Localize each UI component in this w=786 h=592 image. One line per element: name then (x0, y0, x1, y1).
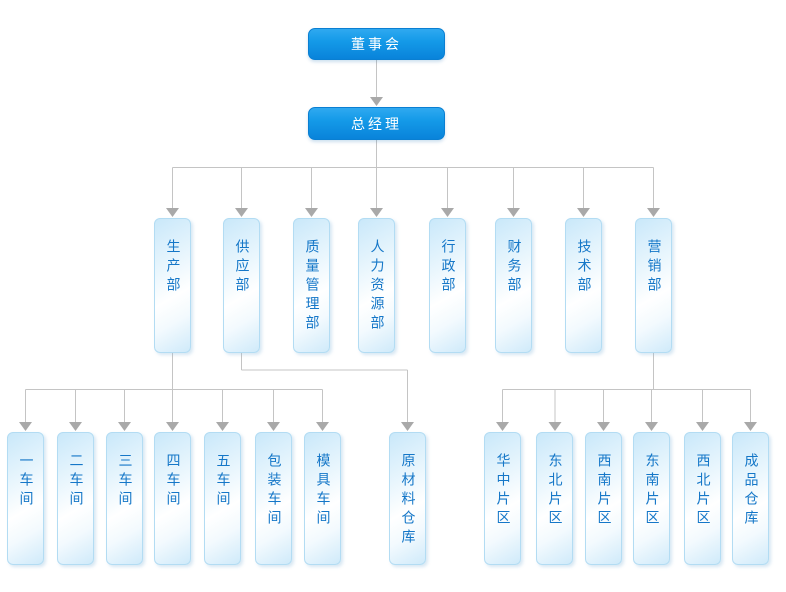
unit-raw-material-warehouse[interactable]: 原材料仓库 (389, 432, 426, 565)
unit-mold-workshop-label: 模具车间 (314, 453, 331, 529)
dept-hr[interactable]: 人力资源部 (358, 218, 395, 353)
unit-raw-material-warehouse-label: 原材料仓库 (399, 453, 416, 548)
dept-production-label: 生产部 (164, 239, 181, 296)
dept-quality[interactable]: 质量管理部 (293, 218, 330, 353)
unit-workshop-5-label: 五车间 (214, 453, 231, 510)
unit-packaging-workshop[interactable]: 包装车间 (255, 432, 292, 565)
unit-workshop-1[interactable]: 一车间 (7, 432, 44, 565)
node-board-label: 董事会 (351, 37, 402, 53)
unit-region-dongbei-label: 东北片区 (546, 453, 563, 529)
unit-workshop-1-label: 一车间 (17, 453, 34, 510)
dept-marketing-label: 营销部 (645, 239, 662, 296)
dept-marketing[interactable]: 营销部 (635, 218, 672, 353)
unit-region-huazhong[interactable]: 华中片区 (484, 432, 521, 565)
unit-region-dongnan-label: 东南片区 (643, 453, 660, 529)
unit-workshop-3[interactable]: 三车间 (106, 432, 143, 565)
unit-region-dongbei[interactable]: 东北片区 (536, 432, 573, 565)
unit-workshop-2-label: 二车间 (67, 453, 84, 510)
dept-technology[interactable]: 技术部 (565, 218, 602, 353)
unit-workshop-5[interactable]: 五车间 (204, 432, 241, 565)
unit-mold-workshop[interactable]: 模具车间 (304, 432, 341, 565)
unit-workshop-3-label: 三车间 (116, 453, 133, 510)
dept-finance[interactable]: 财务部 (495, 218, 532, 353)
unit-region-xibei[interactable]: 西北片区 (684, 432, 721, 565)
unit-region-xinan[interactable]: 西南片区 (585, 432, 622, 565)
dept-finance-label: 财务部 (505, 239, 522, 296)
dept-production[interactable]: 生产部 (154, 218, 191, 353)
unit-finished-goods-warehouse-label: 成品仓库 (742, 453, 759, 529)
unit-packaging-workshop-label: 包装车间 (265, 453, 282, 529)
unit-region-xinan-label: 西南片区 (595, 453, 612, 529)
dept-supply[interactable]: 供应部 (223, 218, 260, 353)
node-general-manager-label: 总经理 (351, 116, 402, 133)
dept-admin-label: 行政部 (439, 239, 456, 296)
unit-workshop-4-label: 四车间 (164, 453, 181, 510)
unit-workshop-4[interactable]: 四车间 (154, 432, 191, 565)
dept-technology-label: 技术部 (575, 239, 592, 296)
unit-region-dongnan[interactable]: 东南片区 (633, 432, 670, 565)
dept-quality-label: 质量管理部 (303, 239, 320, 334)
node-general-manager[interactable]: 总经理 (308, 107, 445, 140)
unit-workshop-2[interactable]: 二车间 (57, 432, 94, 565)
unit-finished-goods-warehouse[interactable]: 成品仓库 (732, 432, 769, 565)
unit-region-huazhong-label: 华中片区 (494, 453, 511, 529)
dept-hr-label: 人力资源部 (368, 239, 385, 334)
unit-region-xibei-label: 西北片区 (694, 453, 711, 529)
dept-admin[interactable]: 行政部 (429, 218, 466, 353)
node-board[interactable]: 董事会 (308, 28, 445, 60)
dept-supply-label: 供应部 (233, 239, 250, 296)
